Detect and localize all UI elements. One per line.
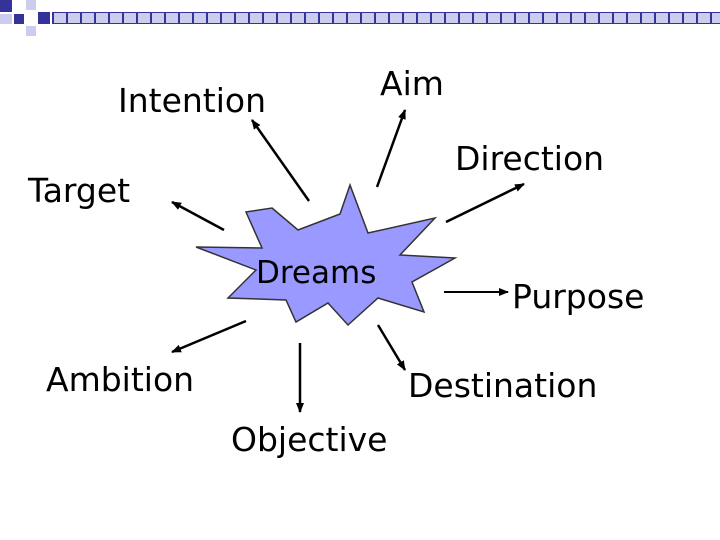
label-ambition: Ambition — [46, 360, 195, 399]
dreams-starburst — [195, 182, 458, 327]
arrow-to-aim — [375, 109, 407, 188]
label-aim: Aim — [380, 64, 444, 103]
arrow-to-direction — [445, 182, 525, 224]
arrow-to-target — [171, 200, 225, 232]
label-target: Target — [28, 171, 131, 210]
header-grid-decoration — [0, 0, 720, 36]
label-direction: Direction — [455, 139, 605, 178]
arrow-to-destination — [376, 324, 407, 371]
label-purpose: Purpose — [512, 277, 645, 316]
label-objective: Objective — [231, 420, 388, 459]
arrow-to-ambition — [171, 319, 247, 354]
label-dreams: Dreams — [256, 255, 377, 291]
arrow-to-intention — [250, 119, 311, 202]
label-intention: Intention — [118, 81, 267, 120]
label-destination: Destination — [408, 366, 598, 405]
